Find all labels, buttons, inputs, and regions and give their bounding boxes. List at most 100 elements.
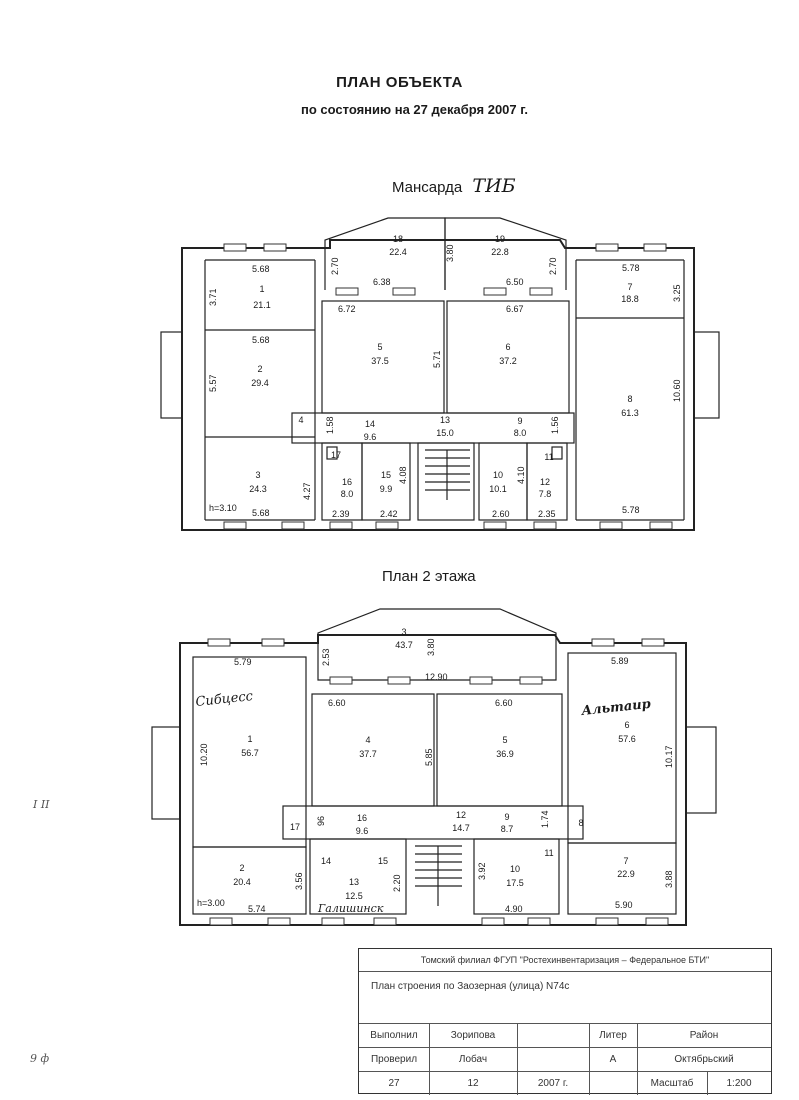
margin-mark-bottom: 9 ф — [30, 1052, 50, 1065]
floor2-dimensions: 5.79 10.20 5.74 3.56 h=3.00 2.53 3.80 12… — [197, 638, 674, 914]
attic-dim: 3.80 — [445, 244, 455, 262]
attic-room-1-num: 1 — [259, 284, 264, 294]
attic-dim: 5.78 — [622, 263, 640, 273]
floor2-room-16-num: 16 — [357, 813, 367, 823]
attic-room-14-num: 14 — [365, 419, 375, 429]
stamp-organization: Томский филиал ФГУП "Ростехинвентаризаци… — [420, 955, 710, 965]
attic-room-8-num: 8 — [627, 394, 632, 404]
floor2-dim: 6.60 — [328, 698, 346, 708]
floor2-room-13-num: 13 — [349, 877, 359, 887]
stamp-liter-value: А — [589, 1047, 638, 1071]
margin-mark-left: I II — [33, 798, 50, 811]
stamp-district-value: Октябрьский — [674, 1053, 734, 1065]
attic-room-15-area: 9.9 — [380, 484, 393, 494]
attic-dim: 3.25 — [672, 284, 682, 302]
attic-room-12-area: 7.8 — [539, 489, 552, 499]
attic-room-17-num: 17 — [331, 450, 341, 460]
attic-room-5-num: 5 — [377, 342, 382, 352]
attic-room-1-area: 21.1 — [253, 300, 271, 310]
handwritten-room-note: Галишинск — [317, 902, 384, 915]
stamp-year: 2007 г. — [517, 1071, 590, 1095]
attic-room-16-area: 8.0 — [341, 489, 354, 499]
floor2-room-8-num: 8 — [578, 818, 583, 828]
stamp-month: 12 — [429, 1071, 518, 1095]
attic-dim: 10.60 — [672, 379, 682, 402]
attic-dim: 2.70 — [548, 257, 558, 275]
stamp-district-label: Район — [689, 1029, 719, 1041]
floor2-room-12-area: 14.7 — [452, 823, 470, 833]
attic-room-14-area: 9.6 — [364, 432, 377, 442]
floor2-dim: h=3.00 — [197, 898, 225, 908]
attic-room-7-num: 7 — [627, 282, 632, 292]
floor2-handwritten-notes: Сибцесс Альтаир Галишинск — [195, 689, 652, 915]
floor2-room-6-num: 6 — [624, 720, 629, 730]
stamp-performed-name: Зорипова — [429, 1023, 518, 1047]
attic-room-5-area: 37.5 — [371, 356, 389, 366]
attic-room-12-num: 12 — [540, 477, 550, 487]
floor2-room-16-area: 9.6 — [356, 826, 369, 836]
floor2-dim: 96 — [316, 816, 326, 826]
floor2-room-10-num: 10 — [510, 864, 520, 874]
stamp-liter-label: Литер — [589, 1023, 638, 1047]
attic-room-18-num: 18 — [393, 234, 403, 244]
floor2-dim: 12.90 — [425, 672, 448, 682]
attic-room-11-num: 11 — [544, 452, 553, 462]
floor2-dim: 2.20 — [392, 874, 402, 892]
stamp-plan-name: План строения по Заозерная (улица) N74с — [371, 981, 570, 992]
floor2-walls — [151, 608, 717, 926]
attic-room-2-area: 29.4 — [251, 378, 269, 388]
attic-dim: 6.38 — [373, 277, 391, 287]
floor2-room-9-num: 9 — [504, 812, 509, 822]
attic-plan-title: Мансарда ТИБ — [392, 175, 516, 197]
attic-windows — [223, 243, 673, 530]
stamp-checked-name: Лобач — [429, 1047, 518, 1071]
floor2-dim: 5.79 — [234, 657, 252, 667]
floor2-room-3-num: 3 — [401, 627, 406, 637]
floor2-room-7-area: 22.9 — [617, 869, 635, 879]
handwritten-tenant-note: Сибцесс — [195, 689, 255, 710]
stamp-scale-value: 1:200 — [726, 1077, 752, 1089]
document-title: ПЛАН ОБЪЕКТА — [336, 74, 463, 91]
attic-dim: 5.68 — [252, 335, 270, 345]
floor2-dim: 5.89 — [611, 656, 629, 666]
floor2-room-4-num: 4 — [365, 735, 370, 745]
floor2-room-3-area: 43.7 — [395, 640, 413, 650]
stamp-empty — [589, 1071, 638, 1095]
attic-dim: 6.67 — [506, 304, 524, 314]
attic-dim: 5.68 — [252, 508, 270, 518]
attic-dim: 2.35 — [538, 509, 556, 519]
attic-dim: h=3.10 — [209, 503, 237, 513]
floor2-room-labels: 1 56.7 2 20.4 3 43.7 4 37.7 5 36.9 6 57.… — [233, 627, 636, 901]
attic-room-3-area: 24.3 — [249, 484, 267, 494]
floor2-room-4-area: 37.7 — [359, 749, 377, 759]
attic-dim: 6.72 — [338, 304, 356, 314]
attic-room-13-num: 13 — [440, 415, 450, 425]
attic-room-labels: 1 21.1 2 29.4 3 24.3 4 5 37.5 6 37.2 7 1… — [249, 234, 639, 499]
attic-dimensions: 5.68 3.71 5.68 5.57 4.27 5.68 h=3.10 2.7… — [208, 244, 682, 519]
attic-dim: 5.71 — [432, 350, 442, 368]
floor2-room-2-area: 20.4 — [233, 877, 251, 887]
floor2-room-1-num: 1 — [247, 734, 252, 744]
floor2-windows — [207, 638, 669, 926]
floor2-room-2-num: 2 — [239, 863, 244, 873]
floor2-room-10-area: 17.5 — [506, 878, 524, 888]
attic-room-8-area: 61.3 — [621, 408, 639, 418]
attic-room-2-num: 2 — [257, 364, 262, 374]
floor2-dim: 3.92 — [477, 862, 487, 880]
attic-room-4-num: 4 — [298, 415, 303, 425]
attic-room-13-area: 15.0 — [436, 428, 454, 438]
floor2-room-12-num: 12 — [456, 810, 466, 820]
attic-room-10-num: 10 — [493, 470, 503, 480]
attic-dim: 2.39 — [332, 509, 350, 519]
floor2-room-14-num: 14 — [321, 856, 331, 866]
attic-dim: 3.71 — [208, 288, 218, 306]
floor2-dim: 5.74 — [248, 904, 266, 914]
floor2-dim: 5.85 — [424, 748, 434, 766]
attic-dim: 4.08 — [398, 466, 408, 484]
floor2-room-17-num: 17 — [290, 822, 300, 832]
floor2-dim: 6.60 — [495, 698, 513, 708]
floor2-room-7-num: 7 — [623, 856, 628, 866]
floor2-room-5-area: 36.9 — [496, 749, 514, 759]
floor2-room-9-area: 8.7 — [501, 824, 514, 834]
floor2-room-6-area: 57.6 — [618, 734, 636, 744]
